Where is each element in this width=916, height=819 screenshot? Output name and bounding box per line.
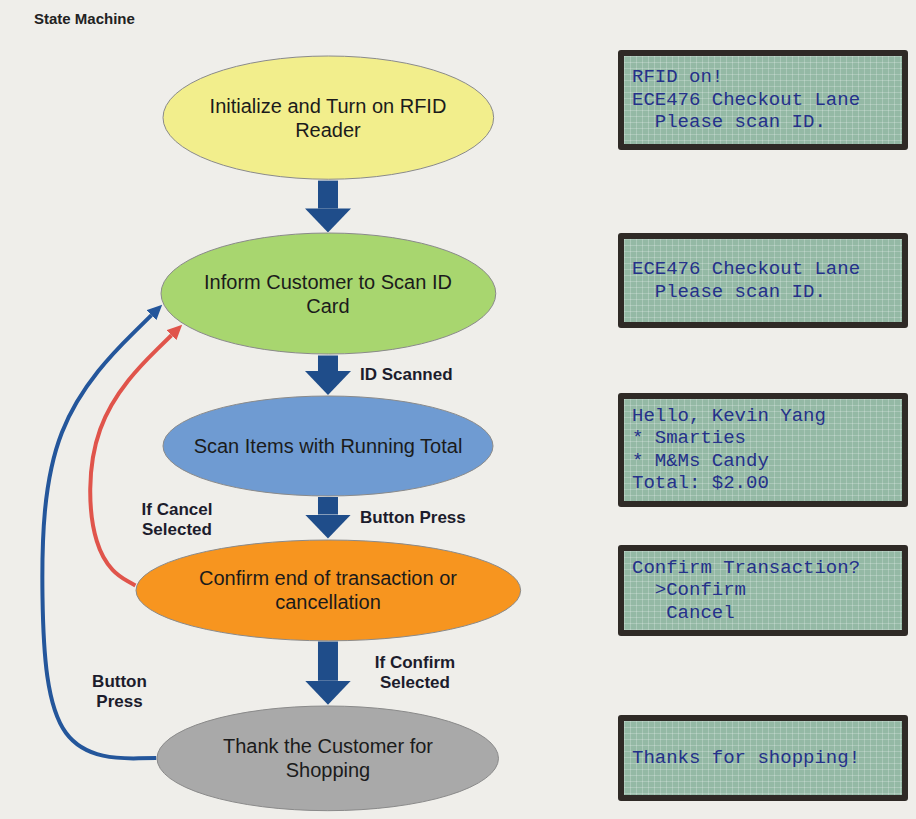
state-label: Thank the Customer for Shopping	[196, 734, 460, 782]
lcd-line: Please scan ID.	[632, 281, 894, 303]
ellipse-fill	[157, 706, 498, 811]
state-ellipse: Initialize and Turn on RFID Reader	[162, 55, 495, 180]
state-text: Scan Items with Running Total	[194, 434, 463, 458]
lcd-screen: ECE476 Checkout LanePlease scan ID.	[618, 233, 908, 328]
state-text: Initialize and Turn on RFID Reader	[192, 94, 464, 142]
transition-arrow	[318, 641, 338, 680]
ellipse-outline	[135, 539, 522, 642]
transition-label: Button Press	[358, 508, 468, 528]
state-label: Initialize and Turn on RFID Reader	[192, 94, 464, 142]
lcd-screen: RFID on!ECE476 Checkout LanePlease scan …	[618, 50, 908, 150]
lcd-line: Hello, Kevin Yang	[632, 405, 894, 427]
state-ellipse: Thank the Customer for Shopping	[156, 705, 499, 812]
ellipse-fill	[163, 396, 493, 496]
lcd-line: * Smarties	[632, 427, 894, 449]
ellipse-outline	[162, 55, 495, 180]
state-ellipse: Scan Items with Running Total	[162, 395, 494, 497]
state-label: Scan Items with Running Total	[194, 434, 463, 458]
ellipse-fill	[163, 56, 494, 179]
lcd-line: Total: $2.00	[632, 472, 894, 494]
ellipse-fill	[161, 233, 496, 354]
lcd-line: Confirm Transaction?	[632, 557, 894, 579]
state-ellipse: Inform Customer to Scan ID Card	[160, 232, 497, 355]
lcd-line: Thanks for shopping!	[632, 747, 894, 769]
lcd-line: RFID on!	[632, 66, 894, 88]
diagram-title: State Machine	[34, 10, 135, 27]
transition-arrow	[318, 497, 338, 515]
state-text: Confirm end of transaction or cancellati…	[181, 566, 475, 614]
transition-arrow	[90, 335, 171, 585]
lcd-screen: Thanks for shopping!	[618, 715, 908, 801]
ellipse-outline	[156, 705, 499, 812]
state-label: Inform Customer to Scan ID Card	[191, 270, 465, 318]
transition-label: Button Press	[80, 672, 159, 713]
lcd-line: Cancel	[632, 602, 894, 624]
transition-label: If Cancel Selected	[125, 500, 229, 541]
state-ellipse: Confirm end of transaction or cancellati…	[135, 539, 522, 642]
lcd-line: >Confirm	[632, 579, 894, 601]
ellipse-outline	[160, 232, 497, 355]
state-text: Thank the Customer for Shopping	[196, 734, 460, 782]
lcd-line: * M&Ms Candy	[632, 450, 894, 472]
lcd-line: ECE476 Checkout Lane	[632, 258, 894, 280]
transition-label: If Confirm Selected	[358, 653, 472, 694]
lcd-screen: Confirm Transaction?>ConfirmCancel	[618, 545, 908, 636]
lcd-line: ECE476 Checkout Lane	[632, 89, 894, 111]
lcd-screen: Hello, Kevin Yang* Smarties* M&Ms CandyT…	[618, 393, 908, 507]
transition-arrow	[318, 181, 338, 209]
ellipse-fill	[136, 540, 521, 641]
transition-arrow	[318, 355, 338, 371]
lcd-line: Please scan ID.	[632, 111, 894, 133]
transition-label: ID Scanned	[358, 365, 455, 385]
state-label: Confirm end of transaction or cancellati…	[181, 566, 475, 614]
state-text: Inform Customer to Scan ID Card	[191, 270, 465, 318]
